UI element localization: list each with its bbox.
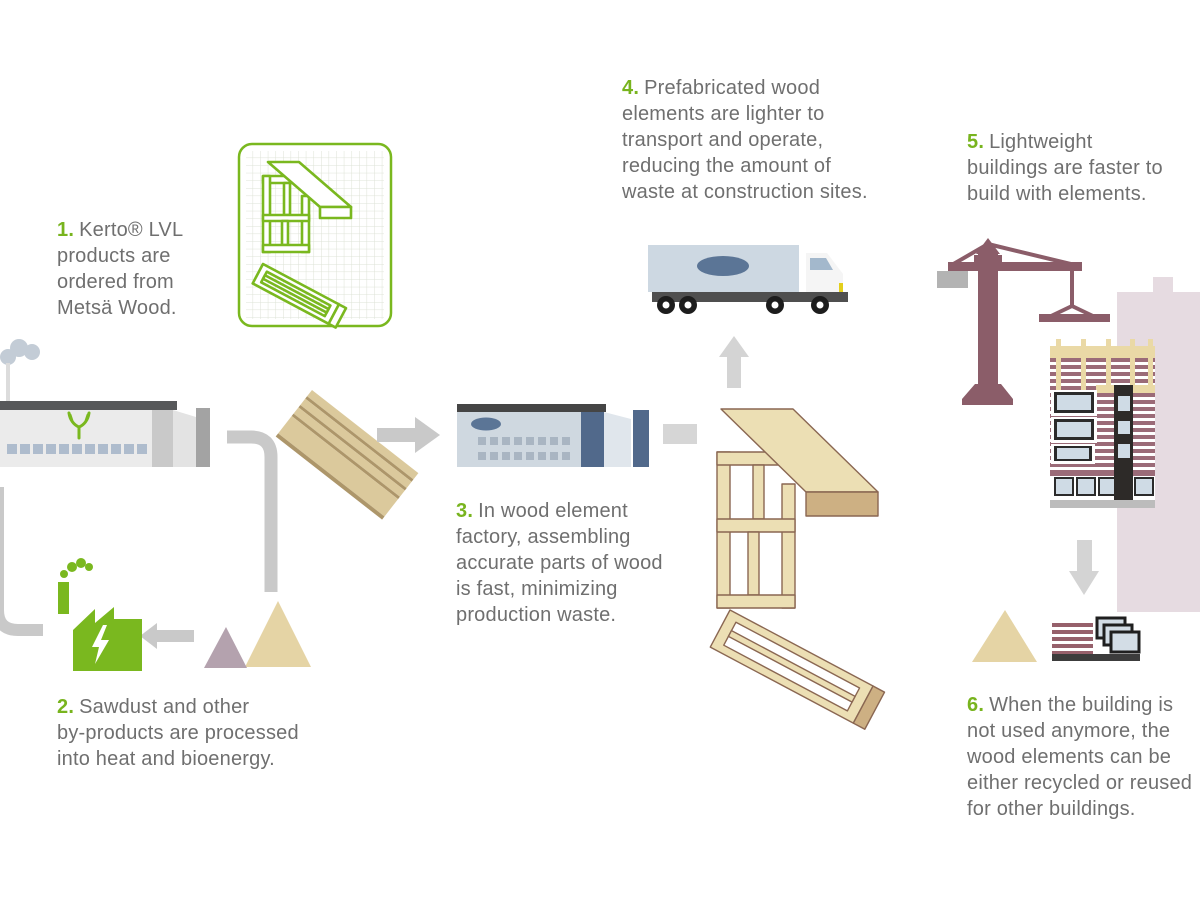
- arrow-up-icon: [719, 336, 749, 388]
- prefab-wood-elements-icon: [709, 408, 886, 730]
- step-3-text: 3.In wood element factory, assembling ac…: [456, 500, 663, 626]
- building-windows: [1051, 390, 1097, 464]
- element-factory-icon: [457, 404, 697, 467]
- panel-stack-icon: [1095, 616, 1141, 654]
- step-4-number: 4.: [622, 77, 640, 99]
- step-2-text: 2.Sawdust and other by-products are proc…: [57, 696, 299, 770]
- factory-windows: [478, 437, 570, 460]
- wood-studs-lower: [1056, 346, 1153, 392]
- step-1-number: 1.: [57, 219, 75, 241]
- step-3-number: 3.: [456, 500, 474, 522]
- arrow-left-icon: [140, 623, 194, 649]
- wood-element-sketch-icon: [237, 142, 393, 329]
- step-4-text: 4.Prefabricated wood elements are lighte…: [622, 77, 868, 203]
- smoke-icon: [0, 339, 40, 365]
- step-6-number: 6.: [967, 694, 985, 716]
- wood-studs: [1056, 339, 1153, 346]
- lightning-bolt-icon: [92, 625, 109, 664]
- lvl-planks-icon: [275, 390, 419, 520]
- sawdust-piles-icon: [204, 601, 311, 668]
- building-under-construction-icon: [1050, 339, 1155, 508]
- bioenergy-factory-icon: [58, 558, 142, 671]
- green-smoke-icon: [60, 558, 93, 578]
- step-5-number: 5.: [967, 131, 985, 153]
- arrow-down-icon: [1069, 540, 1099, 595]
- step-5-text: 5.Lightweight buildings are faster to bu…: [967, 131, 1163, 205]
- truck-wheels: [657, 296, 829, 314]
- sawmill-factory-icon: [0, 339, 210, 467]
- antler-logo-icon: [67, 411, 91, 440]
- ground-floor-windows: [1054, 477, 1154, 496]
- stacked-planks-icon: [1052, 623, 1093, 655]
- tower-crane-icon: [937, 238, 1110, 405]
- step-2-number: 2.: [57, 696, 75, 718]
- step-6-text: 6.When the building is not used anymore,…: [967, 694, 1193, 820]
- arrow-right-icon: [377, 417, 440, 453]
- recycled-materials-icon: [972, 610, 1141, 662]
- stairwell-windows: [1118, 396, 1130, 458]
- delivery-truck-icon: [648, 245, 848, 314]
- factory-windows: [7, 444, 147, 454]
- byproduct-pipes: [0, 430, 278, 636]
- step-1-text: 1.Kerto® LVL products are ordered from M…: [57, 219, 184, 319]
